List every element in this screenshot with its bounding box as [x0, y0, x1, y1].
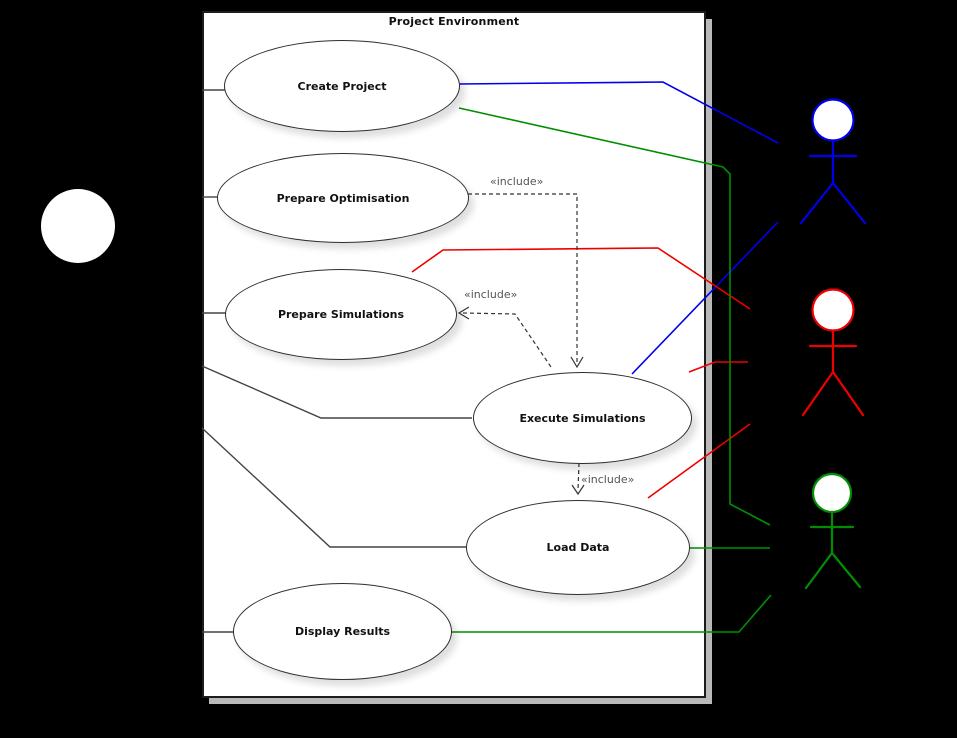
actor-leg-right — [830, 551, 862, 589]
include-stereotype-label: «include» — [464, 288, 518, 301]
usecase-label: Prepare Optimisation — [276, 191, 410, 205]
actor-head — [811, 472, 853, 514]
include-arrowhead-icon — [570, 356, 584, 369]
include-dashed-line — [462, 312, 552, 368]
edge-execute-simulations-red-actor — [688, 361, 748, 373]
actor-leg-left — [799, 181, 835, 225]
usecase-display-results[interactable]: Display Results — [233, 583, 452, 680]
include-arrow-prepare-optimisation-to-execute-simulations — [468, 193, 584, 369]
actor-leg-left — [801, 370, 835, 417]
edge-left-load-data — [201, 427, 466, 548]
edge-create-project-green-actor — [458, 107, 771, 526]
edge-load-data-red-actor — [647, 423, 751, 499]
usecase-execute-simulations[interactable]: Execute Simulations — [473, 372, 692, 464]
actor-leg-right — [831, 370, 865, 417]
actor-leg-left — [804, 551, 834, 590]
edge-execute-simulations-blue-actor — [631, 221, 779, 375]
actor-head — [811, 288, 855, 332]
usecase-label: Execute Simulations — [519, 411, 646, 425]
include-stereotype-label: «include» — [581, 473, 635, 486]
usecase-prepare-optimisation[interactable]: Prepare Optimisation — [217, 153, 469, 243]
actor-head — [811, 98, 855, 142]
usecase-label: Create Project — [297, 79, 387, 93]
edge-display-results-green-actor — [451, 594, 772, 633]
system-boundary-title: Project Environment — [388, 15, 520, 28]
actor-green[interactable] — [804, 472, 862, 590]
include-arrowhead-icon — [457, 306, 470, 320]
actor-left[interactable] — [41, 189, 115, 263]
actor-red[interactable] — [801, 288, 865, 417]
include-arrow-execute-simulations-to-load-data — [571, 462, 585, 496]
usecase-label: Display Results — [294, 625, 391, 638]
usecase-create-project[interactable]: Create Project — [224, 40, 460, 132]
usecase-prepare-simulations[interactable]: Prepare Simulations — [225, 269, 457, 360]
usecase-label: Prepare Simulations — [277, 308, 405, 321]
include-arrowhead-icon — [571, 484, 585, 496]
edge-prepare-simulations-red-actor — [411, 247, 751, 310]
include-dashed-line — [468, 193, 578, 362]
boundary-shadow-bottom — [209, 698, 712, 704]
actor-blue[interactable] — [799, 98, 867, 225]
boundary-shadow-right — [706, 19, 712, 704]
edge-left-execute-simulations — [201, 365, 472, 419]
edge-create-project-blue-actor — [457, 81, 779, 144]
include-stereotype-label: «include» — [490, 175, 544, 188]
usecase-label: Load Data — [546, 541, 610, 554]
actor-leg-right — [831, 181, 867, 225]
usecase-load-data[interactable]: Load Data — [466, 500, 690, 595]
include-dashed-line — [577, 462, 580, 491]
actor-head — [41, 189, 115, 263]
include-arrow-execute-simulations-to-prepare-simulations — [457, 306, 552, 368]
